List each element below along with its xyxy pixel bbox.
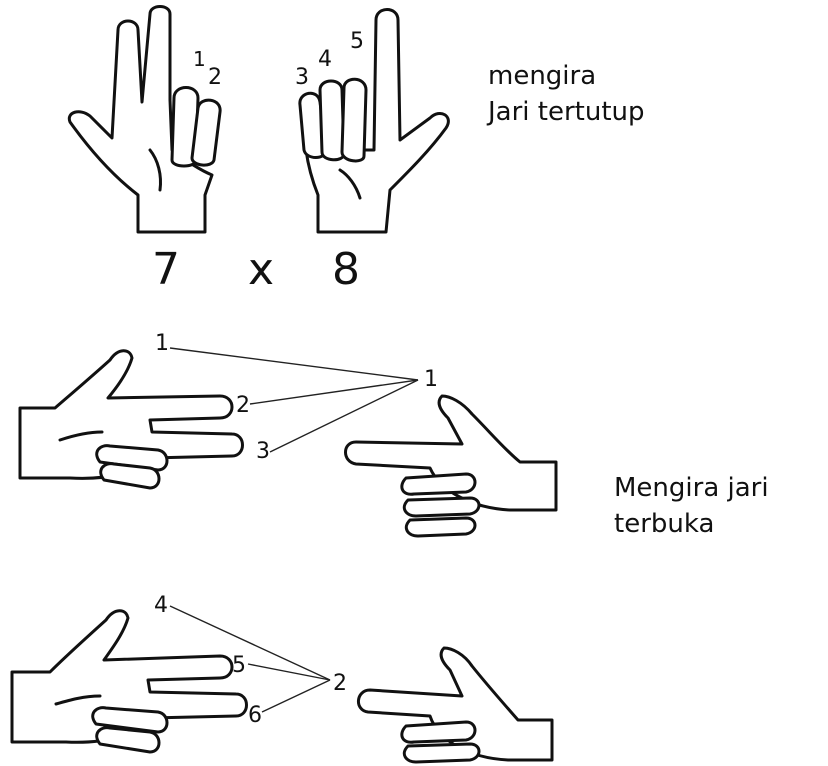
middle-right-hand	[344, 394, 558, 538]
top-right-count-4: 4	[318, 47, 332, 72]
top-left-folded-finger-2	[190, 98, 222, 167]
bottom-guide-line-1	[169, 605, 331, 681]
top-right-hand	[298, 8, 450, 234]
factor-a: 7	[152, 244, 180, 295]
middle-guide-line-1	[169, 347, 419, 381]
open-fingers-caption-line-2: terbuka	[614, 509, 715, 539]
top-right-count-3: 3	[295, 65, 309, 90]
bottom-guide-line-3	[261, 679, 331, 713]
top-right-folded-finger-3	[340, 77, 368, 163]
top-left-folded-finger-1	[170, 86, 200, 168]
middle-left-hand	[18, 349, 244, 490]
middle-right-folded-finger-3	[404, 516, 477, 538]
factor-b: 8	[332, 244, 360, 295]
closed-fingers-caption-line-2: Jari tertutup	[488, 97, 645, 127]
middle-left-count-2: 2	[236, 393, 250, 418]
bottom-right-hand	[357, 646, 554, 764]
middle-left-count-1: 1	[155, 331, 169, 356]
top-left-count-2: 2	[208, 65, 222, 90]
middle-left-count-3: 3	[256, 439, 270, 464]
middle-guide-line-3	[269, 379, 419, 453]
middle-right-folded-finger-1	[400, 472, 477, 496]
closed-fingers-caption: mengira Jari tertutup	[488, 58, 645, 130]
bottom-left-count-4: 4	[154, 593, 168, 618]
middle-right-folded-finger-2	[402, 496, 481, 518]
bottom-left-count-5: 5	[232, 653, 246, 678]
bottom-right-folded-finger-2	[402, 742, 481, 764]
closed-fingers-caption-line-1: mengira	[488, 61, 597, 91]
operator: x	[248, 244, 274, 295]
bottom-right-count-2: 2	[333, 671, 347, 696]
bottom-guide-line-2	[247, 663, 331, 681]
bottom-left-hand	[10, 609, 248, 754]
top-right-folded-finger-2	[318, 79, 346, 162]
middle-guide-line-2	[249, 379, 419, 405]
bottom-right-folded-finger-1	[400, 720, 477, 744]
middle-right-count-1: 1	[424, 367, 438, 392]
top-right-count-5: 5	[350, 29, 364, 54]
middle-left-folded-finger-2	[99, 462, 161, 490]
bottom-left-folded-finger-2	[95, 726, 161, 754]
top-left-count-1: 1	[193, 47, 206, 71]
open-fingers-caption: Mengira jari terbuka	[614, 470, 769, 542]
bottom-left-count-6: 6	[248, 703, 262, 728]
top-right-palm	[304, 8, 450, 234]
top-left-hand	[67, 5, 222, 234]
bottom-left-folded-finger-1	[91, 706, 169, 734]
open-fingers-caption-line-1: Mengira jari	[614, 473, 769, 503]
